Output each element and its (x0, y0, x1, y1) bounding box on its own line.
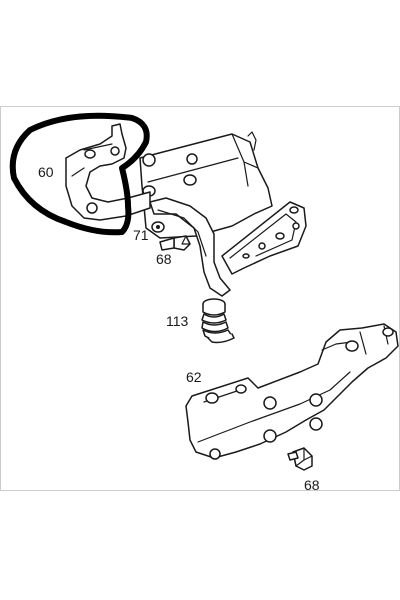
part-71-washer[interactable] (151, 221, 165, 233)
part-68-bolt-bottom[interactable] (287, 447, 313, 471)
diagram-frame: 60 71 68 113 62 68 (0, 106, 400, 491)
callout-71: 71 (133, 227, 149, 243)
parts-diagram: 60 71 68 113 62 68 (0, 106, 400, 491)
highlight-circle (9, 112, 150, 236)
callout-60: 60 (38, 164, 54, 180)
callout-113: 113 (166, 313, 189, 329)
part-60-bracket[interactable] (65, 123, 151, 221)
upper-mount-block[interactable] (139, 131, 307, 297)
callout-68-top: 68 (156, 251, 172, 267)
callout-68-bottom: 68 (304, 477, 320, 491)
part-68-bolt-top[interactable] (159, 235, 191, 251)
part-113-hose[interactable] (201, 298, 235, 344)
part-62-housing[interactable] (185, 323, 399, 460)
callout-62: 62 (186, 369, 202, 385)
